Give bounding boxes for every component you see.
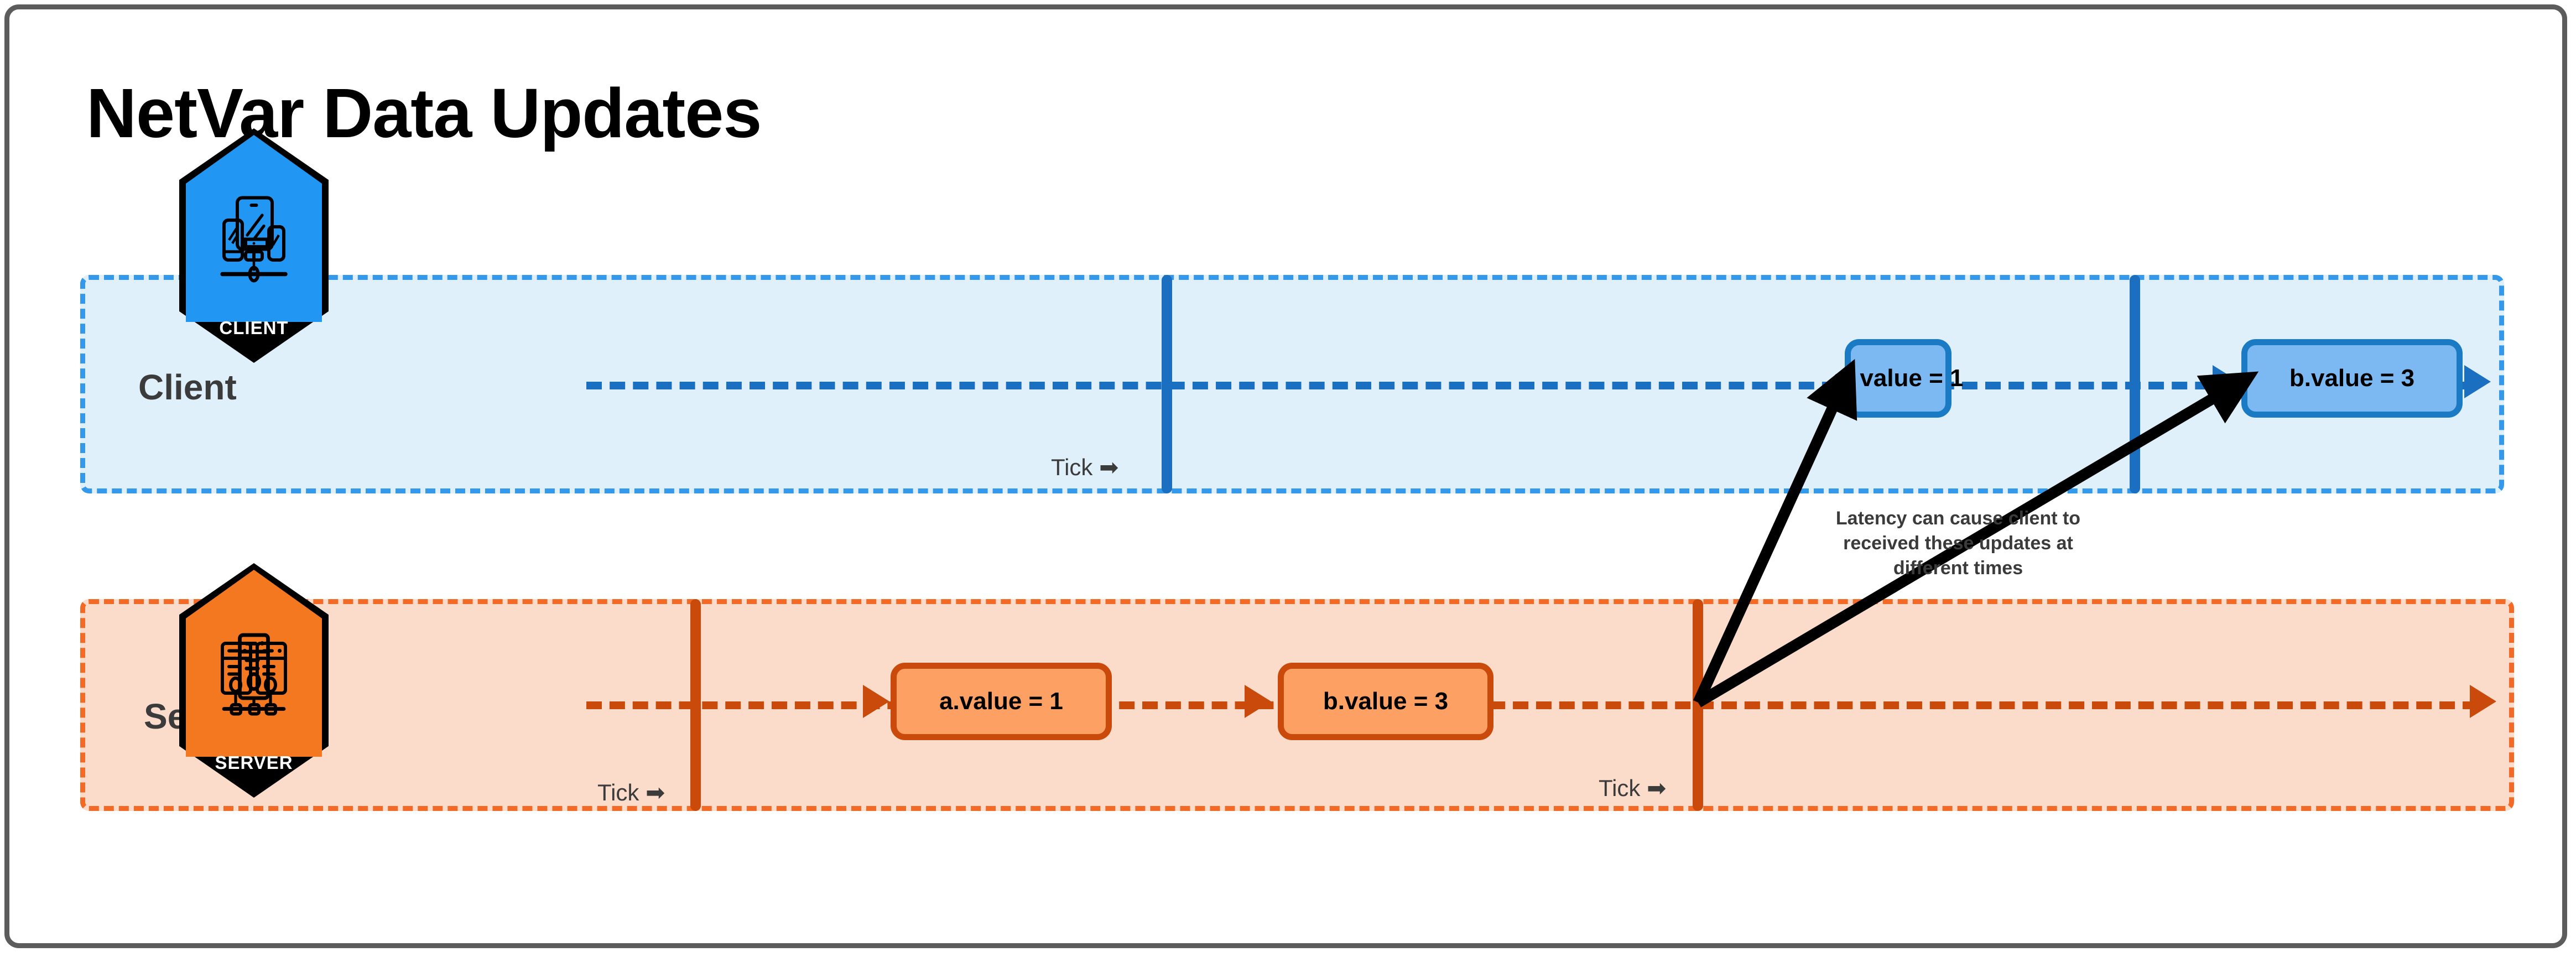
server-node-badge: SERVER: [179, 563, 329, 798]
client-lane-label: Client: [138, 367, 237, 407]
client-node-caption: CLIENT: [219, 318, 289, 338]
client-tick-line-2: [2130, 275, 2140, 493]
server-tick-line-1: [690, 599, 701, 811]
server-value-box-b[interactable]: b.value = 3: [1278, 663, 1493, 740]
latency-annotation-text: Latency can cause client to received the…: [1835, 508, 2081, 579]
page-title: NetVar Data Updates: [86, 74, 762, 152]
client-value-box-a[interactable]: a. value = 1: [1833, 339, 1964, 418]
server-tick-label-2: Tick ➡: [1599, 775, 1667, 801]
client-timeline: [586, 382, 2467, 389]
server-node-caption: SERVER: [215, 752, 293, 773]
client-node-badge: CLIENT: [179, 128, 329, 363]
server-box-b-inbound-arrow: [1245, 685, 1271, 718]
server-tick-label-1: Tick ➡: [597, 779, 665, 805]
client-tick-label-1: Tick ➡: [1051, 454, 1119, 480]
desktop-monitor-icon: [220, 196, 288, 283]
client-value-box-b[interactable]: b.value = 3: [2241, 339, 2463, 418]
server-tick-line-2: [1693, 599, 1703, 811]
server-timeline-arrowhead: [2470, 685, 2496, 718]
server-value-box-a[interactable]: a.value = 1: [891, 663, 1112, 740]
server-box-a-inbound-arrow: [863, 685, 889, 718]
client-timeline-arrowhead: [2464, 365, 2491, 398]
client-tick-line-1: [1162, 275, 1172, 493]
client-box-b-inbound-arrow: [2213, 365, 2239, 398]
server-rack-icon: [221, 633, 287, 716]
